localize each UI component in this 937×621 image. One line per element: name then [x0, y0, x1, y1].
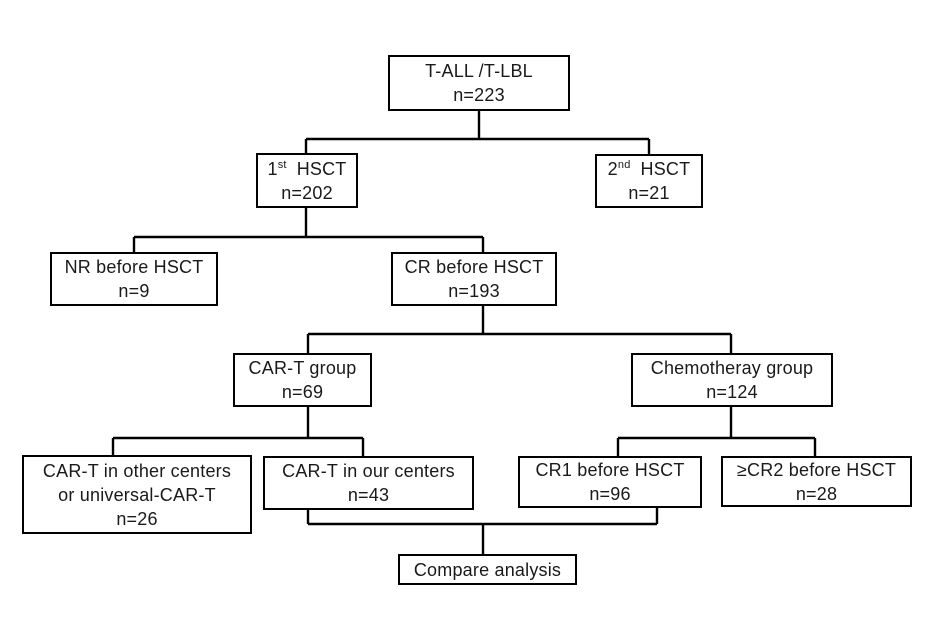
edge-cr-split [306, 306, 733, 355]
node-label: CAR-T group [248, 358, 357, 378]
node-count: n=69 [281, 382, 324, 402]
node-count: n=96 [589, 484, 631, 504]
node-t-all-t-lbl: T-ALL /T-LBL n=223 [388, 55, 570, 111]
edge-compare-join [306, 507, 659, 556]
node-cr-before-hsct: CR before HSCT n=193 [391, 252, 557, 306]
ordinal-superscript: nd [617, 159, 631, 171]
node-label-line2: or universal-CAR-T [58, 484, 216, 505]
node-label: CR1 before HSCT [535, 460, 685, 480]
node-label: CAR-T in our centers [282, 461, 455, 481]
node-label: Chemotheray group [650, 358, 814, 378]
node-count: n=43 [347, 485, 390, 505]
node-label: NR before HSCT [64, 257, 204, 277]
node-count: n=193 [448, 281, 500, 301]
node-label: Compare analysis [413, 559, 562, 580]
node-count: n=9 [118, 281, 150, 301]
node-cart-our-centers: CAR-T in our centers n=43 [263, 456, 474, 510]
node-count: n=26 [116, 508, 158, 529]
node-label: CR before HSCT [404, 257, 544, 277]
node-cart-other-centers: CAR-T in other centers or universal-CAR-… [22, 455, 252, 534]
node-count: n=21 [628, 183, 670, 203]
edge-first-hsct-split [132, 207, 485, 254]
ordinal-superscript: st [277, 158, 287, 171]
node-count: n=223 [453, 85, 505, 105]
node-nr-before-hsct: NR before HSCT n=9 [50, 252, 218, 306]
node-label: CAR-T in other centers [42, 460, 232, 481]
edge-chemo-group-split [616, 407, 817, 459]
node-chemotherapy-group: Chemotheray group n=124 [631, 353, 833, 407]
edge-cart-group-split [111, 407, 365, 458]
node-cr2-before-hsct: ≥CR2 before HSCT n=28 [721, 456, 912, 507]
node-compare-analysis: Compare analysis [398, 554, 577, 585]
node-label: ≥CR2 before HSCT [736, 459, 897, 480]
node-label: T-ALL /T-LBL [425, 61, 533, 81]
node-count: n=124 [706, 382, 758, 402]
node-count: n=202 [281, 182, 333, 203]
node-cart-group: CAR-T group n=69 [233, 353, 372, 407]
edge-root-split [304, 110, 651, 156]
node-cr1-before-hsct: CR1 before HSCT n=96 [518, 456, 702, 508]
node-count: n=28 [795, 483, 838, 504]
